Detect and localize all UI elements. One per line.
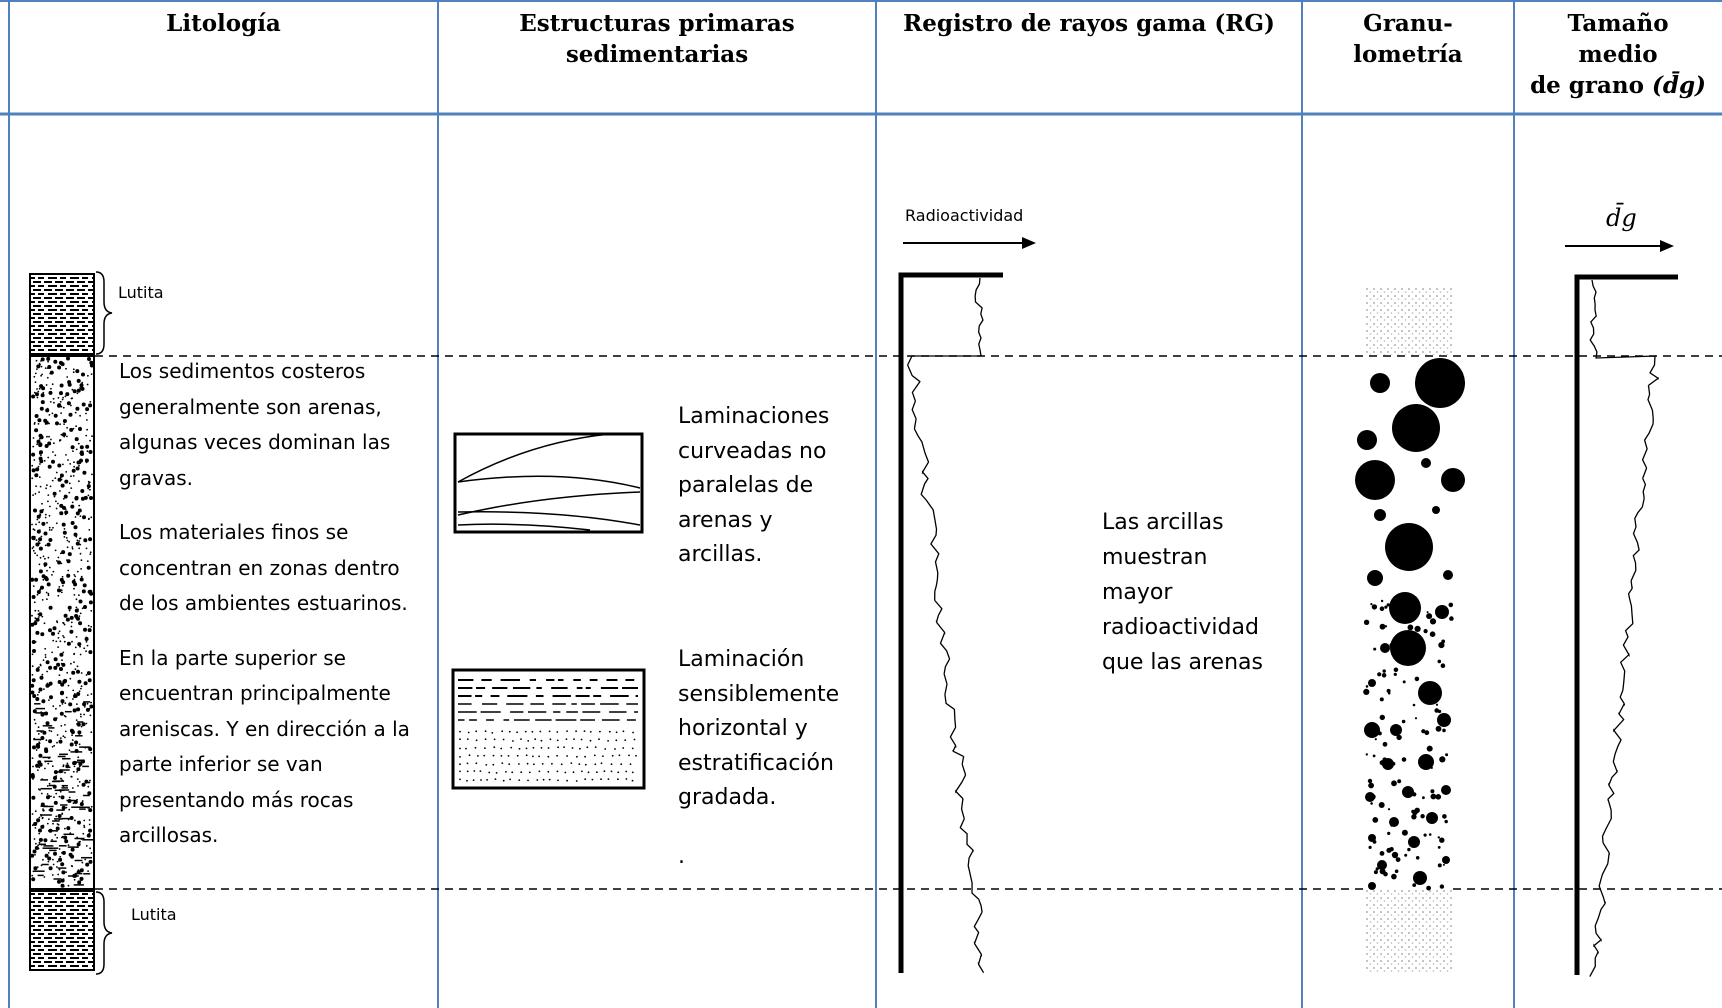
gamma-note: Las arcillas muestran mayor radioactivid… <box>1102 510 1263 675</box>
radioactividad-label: Radioactividad <box>905 206 1024 225</box>
header-estructuras: Estructuras primaras sedimentarias <box>519 10 795 68</box>
header-tamano: Tamaño medio de grano (d̄g) <box>1530 10 1706 99</box>
header-litologia: Litología <box>166 10 281 37</box>
lutita-top-label: Lutita <box>118 283 164 302</box>
header-registro: Registro de rayos gama (RG) <box>903 10 1275 37</box>
lithology-description: Los sedimentos costeros generalmente son… <box>119 359 410 847</box>
horizontal-lamination-box <box>451 668 646 790</box>
curved-lamination-box <box>453 432 644 534</box>
lutita-bottom-label: Lutita <box>131 905 177 924</box>
gamma-ray-log <box>898 237 1036 974</box>
sandstone-pattern <box>30 356 95 888</box>
dashed-boundaries <box>95 355 1722 890</box>
gamma-ray-curve <box>906 277 985 974</box>
structures-dot: . <box>678 844 685 869</box>
grain-size-log <box>1565 240 1678 977</box>
granulometry-column <box>1355 287 1465 972</box>
header-granulometria: Granu- lometría <box>1353 10 1463 68</box>
brace-top <box>95 271 113 355</box>
grain-size-curve <box>1589 279 1659 977</box>
curved-lamination-text: Laminaciones curveadas no paralelas de a… <box>678 404 830 567</box>
grain-size-axis-label: d̄g <box>1606 204 1637 232</box>
horizontal-lamination-text: Laminación sensiblemente horizontal y es… <box>678 647 840 810</box>
brace-bottom <box>95 891 113 975</box>
lithology-column <box>29 271 113 975</box>
